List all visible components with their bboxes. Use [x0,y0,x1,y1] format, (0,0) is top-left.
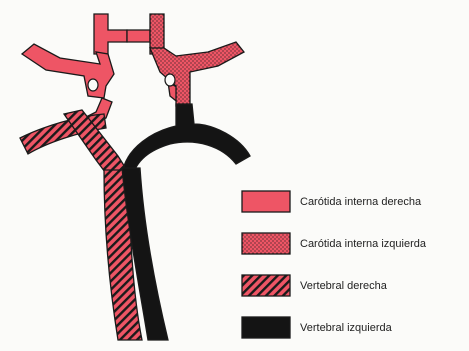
legend-label-left-internal-carotid: Carótida interna izquierda [300,238,426,250]
legend-swatch-hatched-red [242,275,290,296]
right-vertebral-territory [20,110,142,340]
left-posterior-cerebral-artery [124,104,250,178]
left-anterior-cerebral-artery-a1 [127,30,150,42]
legend-swatch-solid-red [242,191,290,212]
left-internal-carotid-territory [150,14,244,106]
left-middle-cerebral-artery [150,42,244,106]
legend-swatch-dotted-red [242,233,290,254]
right-middle-cerebral-artery [22,44,114,98]
legend-label-left-vertebral: Vertebral izquierda [300,322,392,334]
right-circle-gap [88,79,98,91]
left-circle-gap [165,74,175,86]
legend-label-right-internal-carotid: Carótida interna derecha [300,196,421,208]
left-vertebral-territory [122,104,250,340]
legend-swatch-solid-black [242,317,290,338]
legend-label-right-vertebral: Vertebral derecha [300,280,387,292]
right-anterior-cerebral-artery [94,14,127,54]
